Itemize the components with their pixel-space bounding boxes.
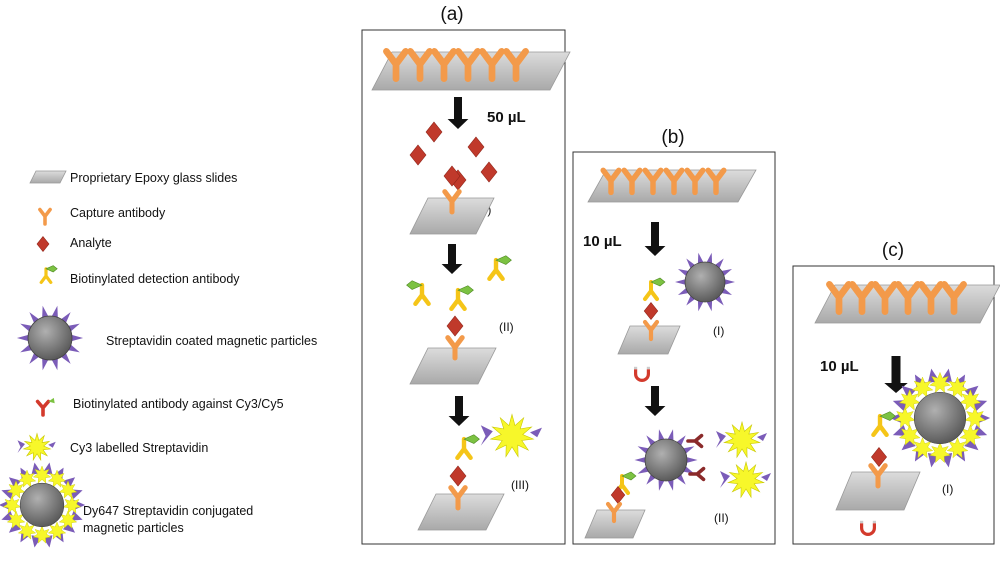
panel-b-step-1: (I) [713,324,724,338]
capture-antibody-icon [826,281,852,315]
legend-label-analyte: Analyte [70,236,112,250]
capture-antibody-icon [479,48,505,82]
epoxy-slide-icon [617,325,681,355]
cy3-streptavidin-icon [17,432,56,462]
dy647-particle-icon [0,462,86,548]
dy647-particle-icon [889,368,991,468]
legend-icons [0,170,86,548]
panel-a-frame [361,29,566,545]
panel-b-title: (b) [661,127,684,148]
anti-cy-antibody-icon [688,466,706,482]
cy3-streptavidin-icon [480,413,542,458]
biotinylated-detection-antibody-icon [871,411,896,437]
capture-antibody-icon [642,319,660,342]
capture-antibody-icon [621,167,643,196]
epoxy-slide-icon [584,509,646,539]
analyte-icon [643,302,659,320]
capture-antibody-icon [38,207,52,226]
magnet-icon [860,520,876,536]
capture-antibody-icon [663,167,685,196]
flow-arrow-icon [644,386,666,416]
biotinylated-detection-antibody-icon [455,434,480,460]
flow-arrow-icon [447,97,469,129]
legend-label-detection: Biotinylated detection antibody [70,272,240,286]
legend-label-capture: Capture antibody [70,206,166,220]
legend-label-anti-cy: Biotinylated antibody against Cy3/Cy5 [73,397,284,411]
capture-antibody-icon [849,281,875,315]
epoxy-slide-icon [417,493,505,531]
analyte-icon [443,165,461,187]
legend-label-dy647-line1: Dy647 Streptavidin conjugated [83,504,253,518]
analyte-icon [467,136,485,158]
epoxy-slide-icon [29,170,67,184]
panel-b-volume: 10 µL [583,233,622,250]
panel-c-volume: 10 µL [820,358,859,375]
capture-antibody-icon [445,335,465,361]
magnet-icon [634,366,650,382]
panel-b-step-2: (II) [714,511,729,525]
biotinylated-detection-antibody-icon [449,285,474,311]
flow-arrow-icon [448,396,470,426]
biotinylated-detection-antibody-icon [643,277,666,301]
panel-c-title: (c) [882,240,904,261]
capture-antibody-icon [895,281,921,315]
anti-cy-antibody-icon [35,397,55,417]
analyte-icon [36,236,50,252]
capture-antibody-icon [455,48,481,82]
capture-antibody-icon [918,281,944,315]
capture-antibody-icon [941,281,967,315]
cy3-streptavidin-icon [716,420,767,459]
capture-antibody-icon [448,485,468,511]
capture-antibody-icon [705,167,727,196]
panel-a-step-3: (III) [511,478,529,492]
epoxy-slide-icon [835,471,921,511]
flow-arrow-icon [884,356,908,393]
panel-b-drawing [584,167,771,539]
streptavidin-magnetic-particle-icon [675,252,735,312]
capture-antibody-icon [872,281,898,315]
capture-antibody-icon [383,48,409,82]
panel-c-step-1: (I) [942,482,953,496]
streptavidin-magnetic-particle-icon [16,305,84,371]
analyte-icon [871,447,887,467]
biotinylated-detection-antibody-icon [487,255,512,281]
analyte-icon [480,161,498,183]
capture-antibody-icon [431,48,457,82]
legend-label-particles: Streptavidin coated magnetic particles [106,334,317,348]
panel-a-drawing [371,48,571,531]
flow-arrow-icon [644,222,666,256]
cy3-streptavidin-icon [720,460,771,499]
flow-arrow-icon [441,244,463,274]
analyte-icon [425,121,443,143]
analyte-icon [409,144,427,166]
biotinylated-detection-antibody-icon [39,265,58,284]
legend-label-slides: Proprietary Epoxy glass slides [70,171,237,185]
capture-antibody-icon [600,167,622,196]
panel-c-frame [792,265,995,545]
capture-antibody-icon [407,48,433,82]
capture-antibody-icon [503,48,529,82]
panel-a-volume: 50 µL [487,109,526,126]
analyte-icon [446,315,464,337]
panel-b-frame [572,151,776,545]
anti-cy-antibody-icon [686,433,704,449]
legend-label-dy647-line2: magnetic particles [83,521,184,535]
capture-antibody-icon [605,501,623,524]
epoxy-slide-icon [409,347,497,385]
streptavidin-magnetic-particle-icon [634,429,698,491]
capture-antibody-icon [684,167,706,196]
panel-a-title: (a) [440,4,463,25]
panel-c-drawing [814,281,1000,536]
panel-a-step-2: (II) [499,320,514,334]
epoxy-slide-icon [409,197,495,235]
legend-label-cy3: Cy3 labelled Streptavidin [70,441,208,455]
analyte-icon [449,465,467,487]
capture-antibody-icon [442,189,462,215]
capture-antibody-icon [642,167,664,196]
capture-antibody-icon [868,463,888,489]
biotinylated-detection-antibody-icon [406,280,431,306]
